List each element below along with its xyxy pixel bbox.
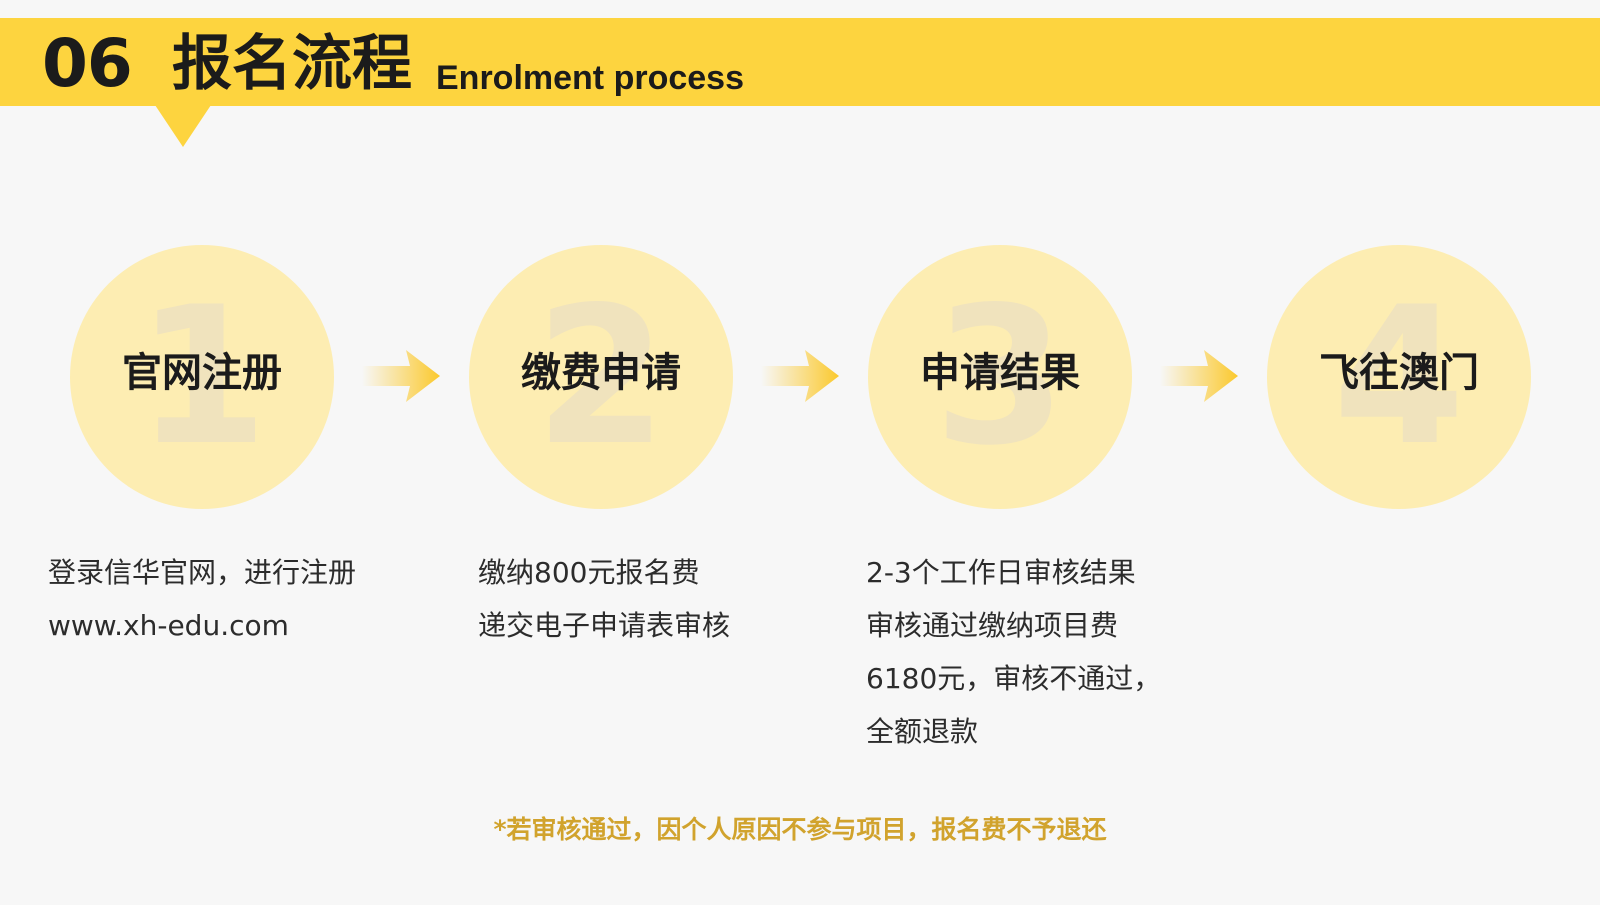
arrow-right-icon xyxy=(761,350,839,402)
description-line: 全额退款 xyxy=(866,715,979,748)
step-description-register: 登录信华官网，进行注册 www.xh-edu.com xyxy=(48,546,356,652)
step-circle-result: 3 申请结果 xyxy=(868,245,1132,509)
step-label: 缴费申请 xyxy=(521,350,681,396)
description-line: 递交电子申请表审核 xyxy=(478,609,731,642)
step-number-watermark: 4 xyxy=(1332,266,1466,487)
step-label: 官网注册 xyxy=(122,350,282,396)
step-number-watermark: 2 xyxy=(534,266,668,487)
description-line: 缴纳800元报名费 xyxy=(478,556,700,589)
arrow-right-icon xyxy=(362,350,440,402)
section-number: 06 xyxy=(42,25,133,102)
step-number-watermark: 3 xyxy=(933,266,1067,487)
step-description-payment: 缴纳800元报名费 递交电子申请表审核 xyxy=(478,546,730,652)
arrow-right-icon xyxy=(1160,350,1238,402)
step-number-watermark: 1 xyxy=(135,266,269,487)
banner-pointer-triangle xyxy=(155,105,211,147)
description-line: 2-3个工作日审核结果 xyxy=(866,556,1136,589)
step-circle-register: 1 官网注册 xyxy=(70,245,334,509)
step-circle-fly-to-macau: 4 飞往澳门 xyxy=(1267,245,1531,509)
section-subtitle: Enrolment process xyxy=(436,59,744,97)
website-url: www.xh-edu.com xyxy=(48,609,289,642)
refund-footnote: *若审核通过，因个人原因不参与项目，报名费不予退还 xyxy=(493,815,1107,844)
header-banner xyxy=(0,18,1600,106)
step-label: 申请结果 xyxy=(920,350,1080,396)
step-label: 飞往澳门 xyxy=(1319,350,1479,396)
description-line: 6180元，审核不通过， xyxy=(866,662,1162,695)
step-description-result: 2-3个工作日审核结果 审核通过缴纳项目费 6180元，审核不通过， 全额退款 xyxy=(866,546,1161,758)
description-line: 审核通过缴纳项目费 xyxy=(866,609,1119,642)
step-circle-payment: 2 缴费申请 xyxy=(469,245,733,509)
description-line: 登录信华官网，进行注册 xyxy=(48,556,357,589)
section-title: 报名流程 xyxy=(172,29,412,99)
